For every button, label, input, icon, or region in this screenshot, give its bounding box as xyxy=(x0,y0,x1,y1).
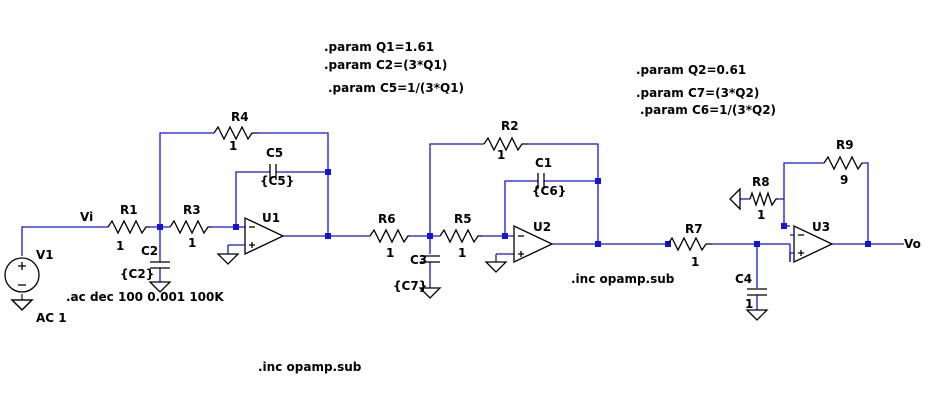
r3-name-label: R3 xyxy=(183,203,201,217)
net-label-input: Vi xyxy=(80,210,93,224)
c4-value-label: 1 xyxy=(745,297,753,311)
u3-plus-wire xyxy=(789,252,794,262)
capacitor-c2[interactable] xyxy=(150,261,170,269)
c5-name-label: C5 xyxy=(266,146,283,160)
c2-value-label: {C2} xyxy=(120,267,154,281)
source-name-label: V1 xyxy=(36,248,54,262)
resistor-r2[interactable] xyxy=(483,136,528,152)
r7-name-label: R7 xyxy=(685,222,703,236)
opamp-u2[interactable] xyxy=(513,224,554,264)
param-q2-directive: .param Q2=0.61 xyxy=(636,63,746,77)
capacitor-c4[interactable] xyxy=(747,288,767,296)
r1-name-label: R1 xyxy=(120,203,138,217)
param-q1-directive: .param Q1=1.61 xyxy=(324,40,434,54)
param-c6-directive: .param C6=1/(3*Q2) xyxy=(640,103,776,117)
u3-name-label: U3 xyxy=(812,220,830,234)
c1-value-label: {C6} xyxy=(532,184,566,198)
r3-value-label: 1 xyxy=(188,236,196,250)
resistor-r4[interactable] xyxy=(213,125,258,141)
c2-name-label: C2 xyxy=(141,244,158,258)
opamp-u3[interactable] xyxy=(793,224,834,264)
r5-value-label: 1 xyxy=(458,246,466,260)
resistor-r7[interactable] xyxy=(667,236,712,252)
r5-name-label: R5 xyxy=(454,212,472,226)
capacitor-c3[interactable] xyxy=(420,255,440,263)
u2-name-label: U2 xyxy=(533,220,551,234)
net-label-output: Vo xyxy=(904,237,921,251)
resistor-r8[interactable] xyxy=(749,190,778,208)
param-c7-directive: .param C7=(3*Q2) xyxy=(636,86,759,100)
ground-c2 xyxy=(148,281,172,293)
ground-v1 xyxy=(10,299,34,311)
r6-name-label: R6 xyxy=(378,212,396,226)
param-c5-directive: .param C5=1/(3*Q1) xyxy=(328,81,464,95)
c4-name-label: C4 xyxy=(735,272,752,286)
r4-value-label: 1 xyxy=(229,139,237,153)
resistor-r1[interactable] xyxy=(107,219,150,235)
r4-name-label: R4 xyxy=(231,110,249,124)
ac-analysis-directive: .ac dec 100 0.001 100K xyxy=(66,290,224,304)
resistor-r3[interactable] xyxy=(169,219,212,235)
r8-name-label: R8 xyxy=(752,175,770,189)
include-directive-1: .inc opamp.sub xyxy=(258,360,362,374)
source-value-label: AC 1 xyxy=(36,311,67,325)
ground-u1 xyxy=(216,253,240,265)
ground-c4 xyxy=(745,309,769,321)
ground-symbols xyxy=(10,187,769,321)
c3-name-label: C3 xyxy=(410,253,427,267)
u1-name-label: U1 xyxy=(262,211,280,225)
resistor-r9[interactable] xyxy=(823,155,863,171)
r7-value-label: 1 xyxy=(691,255,699,269)
voltage-source-v1[interactable] xyxy=(4,257,40,311)
r2-value-label: 1 xyxy=(497,148,505,162)
param-c2-directive: .param C2=(3*Q1) xyxy=(324,58,447,72)
r9-name-label: R9 xyxy=(836,138,854,152)
ground-u2 xyxy=(484,261,508,273)
c5-value-label: {C5} xyxy=(260,174,294,188)
opamp-u1[interactable] xyxy=(244,216,285,256)
r9-value-label: 9 xyxy=(840,173,848,187)
resistor-r5[interactable] xyxy=(439,228,482,244)
labels: .param Q1=1.61 .param C2=(3*Q1) .param C… xyxy=(36,40,921,374)
r1-value-label: 1 xyxy=(116,239,124,253)
capacitor-c5[interactable] xyxy=(269,164,277,180)
r2-name-label: R2 xyxy=(501,119,519,133)
r8-value-label: 1 xyxy=(757,208,765,222)
c1-name-label: C1 xyxy=(535,156,552,170)
r6-value-label: 1 xyxy=(386,246,394,260)
ground-c3 xyxy=(418,287,442,299)
include-directive-2: .inc opamp.sub xyxy=(571,272,675,286)
c3-value-label: {C7} xyxy=(393,279,427,293)
capacitor-c1[interactable] xyxy=(537,173,545,189)
resistor-r6[interactable] xyxy=(369,228,410,244)
ground-r8 xyxy=(729,187,741,211)
